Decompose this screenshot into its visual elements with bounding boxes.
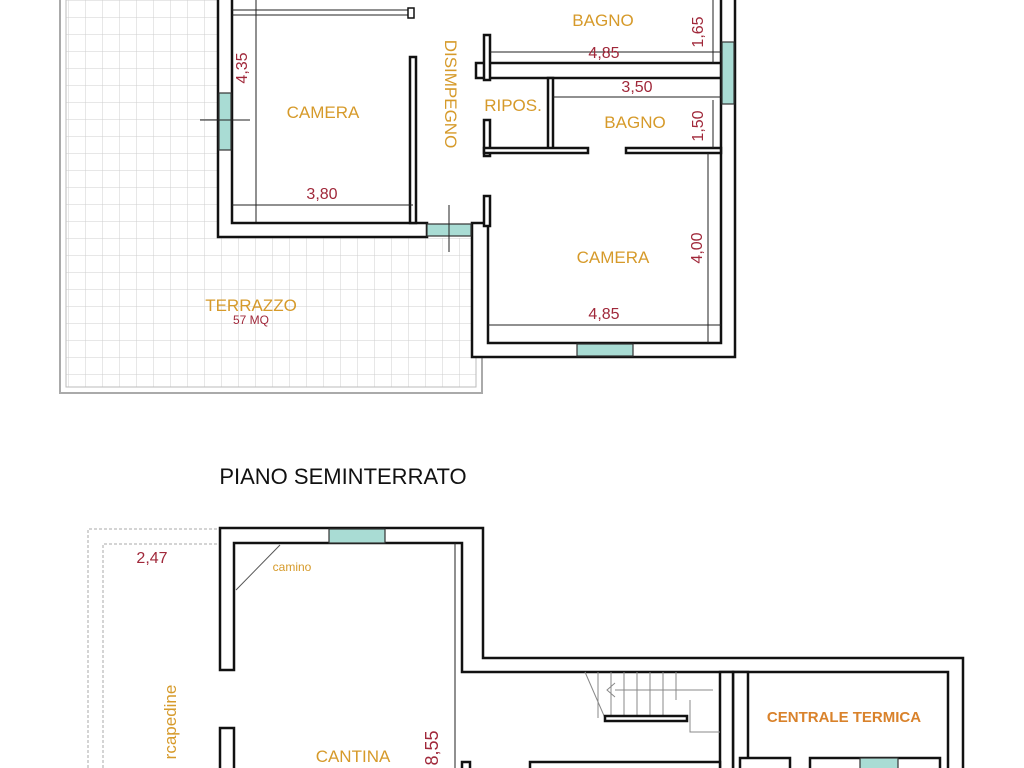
upper-floor-walls	[200, 0, 748, 359]
dimension-label: 4,85	[588, 306, 619, 323]
room-label-centrale-termica: CENTRALE TERMICA	[767, 709, 921, 726]
room-label-intercapedine: rcapedine	[161, 685, 180, 760]
dimension-label: 1,50	[690, 110, 707, 141]
dimension-label: 3,80	[306, 186, 337, 203]
dimension-label: 8,55	[422, 730, 442, 765]
dimension-label: 4,00	[689, 232, 706, 263]
dimension-label: 4,35	[234, 52, 251, 83]
dimension-label: 2,47	[136, 550, 167, 567]
window	[576, 343, 634, 357]
area-label: 57 MQ	[233, 313, 269, 327]
room-label-cantina: CANTINA	[316, 747, 391, 766]
label-camino: camino	[273, 560, 312, 574]
staircase	[584, 671, 720, 733]
lower-floor-walls	[87, 526, 965, 768]
room-label-bagno: BAGNO	[572, 11, 633, 30]
room-label-bagno: BAGNO	[604, 113, 665, 132]
floor-title: PIANO SEMINTERRATO	[219, 464, 466, 489]
window	[218, 92, 232, 151]
window	[328, 528, 386, 544]
room-label-disimpegno: DISIMPEGNO	[441, 40, 460, 149]
room-label-terrazzo: TERRAZZO	[205, 296, 297, 315]
room-label-camera: CAMERA	[287, 103, 360, 122]
window	[721, 41, 735, 105]
room-label-camera: CAMERA	[577, 248, 650, 267]
window	[859, 757, 899, 768]
dimension-label: 1,65	[690, 16, 707, 47]
dimension-label: 3,50	[621, 79, 652, 96]
dimension-label: 4,85	[588, 45, 619, 62]
room-label-ripostiglio: RIPOS.	[484, 96, 542, 115]
